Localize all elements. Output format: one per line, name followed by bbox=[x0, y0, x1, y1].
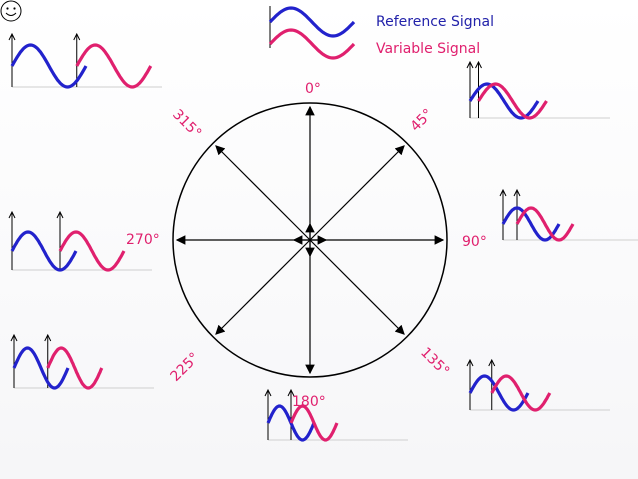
wave-270-reference-arrowhead bbox=[8, 210, 16, 219]
wave-135-variable-wave bbox=[490, 374, 552, 412]
wave-45-variable-arrowhead bbox=[475, 60, 482, 69]
label-45: 45° bbox=[408, 106, 437, 135]
legend-waves bbox=[268, 6, 356, 60]
phasor-arrows bbox=[175, 105, 445, 375]
wave-270-variable-wave bbox=[58, 230, 126, 272]
wave-90-variable-wave bbox=[515, 206, 575, 242]
legend: Reference Signal Variable Signal bbox=[268, 6, 494, 60]
wave-225 bbox=[10, 333, 154, 390]
wave-135 bbox=[466, 358, 610, 412]
wave-315-reference-arrowhead bbox=[8, 32, 16, 41]
wave-135-reference-arrowhead bbox=[466, 358, 474, 367]
wave-315-variable-wave bbox=[75, 43, 153, 89]
wave-180-variable-wave bbox=[289, 404, 339, 442]
phase-circle bbox=[172, 102, 448, 378]
label-180: 180° bbox=[292, 394, 326, 410]
legend-reference-label: Reference Signal bbox=[376, 14, 494, 30]
wave-90-reference-wave bbox=[501, 206, 561, 242]
label-0: 0° bbox=[305, 81, 321, 97]
legend-reference-wave bbox=[268, 6, 356, 38]
wave-90-reference-arrowhead bbox=[499, 188, 507, 197]
phasor-arrow-225 bbox=[215, 239, 311, 335]
wave-270-variable-arrowhead bbox=[56, 210, 64, 219]
smiley-face-icon bbox=[0, 0, 22, 22]
wave-225-variable-arrowhead bbox=[44, 333, 52, 342]
label-225: 225° bbox=[168, 350, 203, 385]
wave-315-reference-wave bbox=[10, 43, 88, 89]
wave-90 bbox=[499, 188, 638, 242]
wave-135-variable-arrowhead bbox=[488, 358, 496, 367]
wave-180-reference-arrowhead bbox=[264, 388, 272, 397]
legend-variable-label: Variable Signal bbox=[376, 41, 480, 57]
label-90: 90° bbox=[462, 234, 487, 250]
wave-225-reference-arrowhead bbox=[10, 333, 18, 342]
wave-135-reference-wave bbox=[468, 374, 530, 412]
label-315: 315° bbox=[169, 107, 204, 142]
wave-270 bbox=[8, 210, 152, 272]
wave-45-variable-wave bbox=[477, 82, 548, 120]
label-270: 270° bbox=[126, 232, 160, 248]
wave-45 bbox=[466, 60, 610, 120]
wave-225-variable-wave bbox=[46, 346, 104, 390]
wave-90-variable-arrowhead bbox=[513, 188, 521, 197]
wave-270-reference-wave bbox=[10, 230, 78, 272]
circle-outline bbox=[172, 102, 448, 378]
label-135: 135° bbox=[417, 345, 452, 380]
wave-180-variable-arrowhead bbox=[287, 388, 295, 397]
phasor-arrow-315 bbox=[215, 145, 311, 241]
wave-315 bbox=[8, 32, 162, 89]
waveform-examples bbox=[8, 32, 638, 442]
wave-45-reference-arrowhead bbox=[466, 60, 474, 69]
wave-180 bbox=[264, 388, 408, 442]
phasor-arrow-135 bbox=[309, 239, 405, 335]
phasor-arrow-45 bbox=[309, 145, 405, 241]
wave-225-reference-wave bbox=[12, 346, 70, 390]
legend-variable-wave bbox=[268, 28, 356, 60]
wave-315-variable-arrowhead bbox=[73, 32, 81, 41]
angle-labels: 0° 45° 90° 135° 180° 225° 270° 315° bbox=[126, 81, 487, 410]
